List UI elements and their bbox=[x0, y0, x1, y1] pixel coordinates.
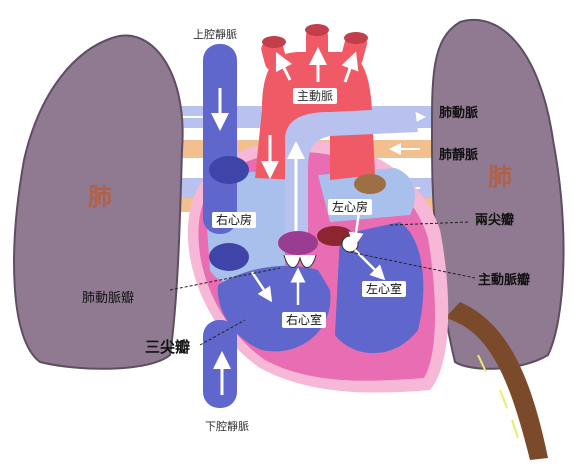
superior-vena-cava bbox=[203, 44, 237, 234]
aortic-valve-label: 主動脈瓣 bbox=[478, 274, 530, 287]
pulmonary-valve-label: 肺動脈瓣 bbox=[82, 292, 134, 305]
right-lung-label: 肺 bbox=[488, 165, 512, 189]
left-atrium-label: 左心房 bbox=[328, 199, 372, 215]
left-ventricle-label: 左心室 bbox=[362, 281, 406, 297]
left-lung-label: 肺 bbox=[88, 185, 112, 209]
superior-vena-cava-label: 上腔靜脈 bbox=[193, 29, 237, 40]
mitral-valve-label: 兩尖瓣 bbox=[475, 214, 514, 227]
pulmonary-vein-label: 肺靜脈 bbox=[439, 149, 478, 162]
aorta-label: 主動脈 bbox=[293, 88, 337, 104]
tricuspid-valve-label: 三尖瓣 bbox=[145, 340, 190, 355]
inferior-vena-cava-label: 下腔靜脈 bbox=[205, 421, 249, 432]
pulmonary-artery-label: 肺動脈 bbox=[439, 107, 478, 120]
right-atrium-label: 右心房 bbox=[212, 212, 256, 228]
right-ventricle-label: 右心室 bbox=[282, 312, 326, 328]
left-atrium-opening bbox=[354, 174, 386, 194]
inferior-vena-cava bbox=[203, 320, 237, 408]
